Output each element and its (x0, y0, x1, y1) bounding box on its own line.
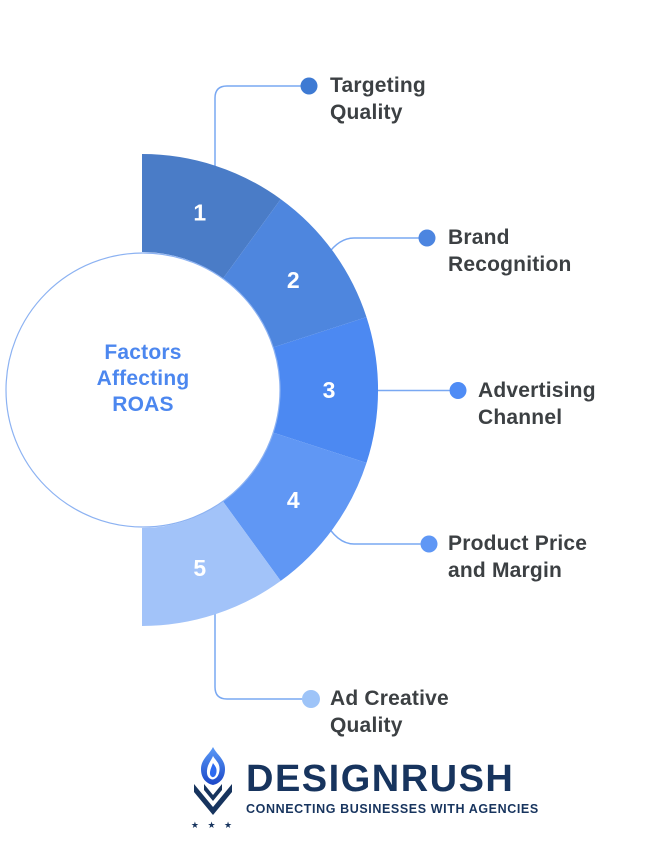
callout-label-line: Brand (448, 226, 510, 249)
donut-segment-2 (223, 199, 367, 348)
callout-label-targeting-quality: Targeting Quality (330, 72, 426, 126)
logo-tagline: CONNECTING BUSINESSES WITH AGENCIES (246, 802, 539, 816)
callout-dot-5 (302, 690, 320, 708)
callout-dot-2 (418, 229, 436, 247)
donut-segment-5 (142, 501, 281, 626)
callout-dots (300, 77, 467, 708)
segment-numbers: 1 2 3 4 5 (193, 199, 335, 581)
callout-label-line: Recognition (448, 253, 572, 276)
callout-label-brand-recognition: Brand Recognition (448, 224, 572, 278)
connector-line-5 (214, 599, 303, 700)
callout-dot-1 (300, 77, 318, 95)
callout-label-advertising-channel: Advertising Channel (478, 377, 596, 431)
callout-label-line: Product Price (448, 532, 588, 555)
callout-label-product-price-margin: Product Price and Margin (448, 530, 587, 584)
callout-label-line: and Margin (448, 559, 563, 582)
donut-segment-4 (223, 432, 367, 581)
donut-segments (142, 154, 379, 626)
segment-number-4: 4 (287, 487, 300, 513)
donut-center-circle (5, 252, 281, 528)
segment-number-5: 5 (193, 555, 206, 581)
segment-number-3: 3 (323, 377, 336, 403)
connector-line-1 (214, 85, 302, 181)
callout-label-line: Targeting (330, 74, 426, 97)
logo-text: DESIGNRUSH CONNECTING BUSINESSES WITH AG… (246, 760, 539, 816)
chart-center-title-line: ROAS (112, 393, 174, 416)
callout-label-line: Advertising (478, 379, 596, 402)
donut-segment-1 (142, 154, 281, 279)
designrush-logo: ★ ★ ★ DESIGNRUSH CONNECTING BUSINESSES W… (190, 746, 539, 830)
logo-name: DESIGNRUSH (246, 758, 515, 800)
callout-label-line: Channel (478, 406, 563, 429)
callout-dot-3 (449, 382, 467, 399)
donut-segment-3 (273, 317, 379, 463)
segment-number-1: 1 (193, 199, 206, 225)
callout-dot-4 (420, 535, 438, 553)
chart-center-title-line: Affecting (96, 367, 190, 390)
callout-label-ad-creative-quality: Ad Creative Quality (330, 685, 449, 739)
segment-number-2: 2 (287, 267, 300, 293)
connector-line-4 (323, 519, 421, 545)
chart-center-title-line: Factors (104, 341, 182, 364)
torch-flame-icon: ★ ★ ★ (191, 747, 235, 830)
chart-center-title: Factors Affecting ROAS (13, 340, 273, 418)
callout-label-line: Ad Creative (330, 687, 449, 710)
logo-stars: ★ ★ ★ (191, 820, 235, 830)
callout-label-line: Quality (330, 714, 403, 737)
connector-line-2 (323, 237, 420, 261)
callout-label-line: Quality (330, 101, 403, 124)
